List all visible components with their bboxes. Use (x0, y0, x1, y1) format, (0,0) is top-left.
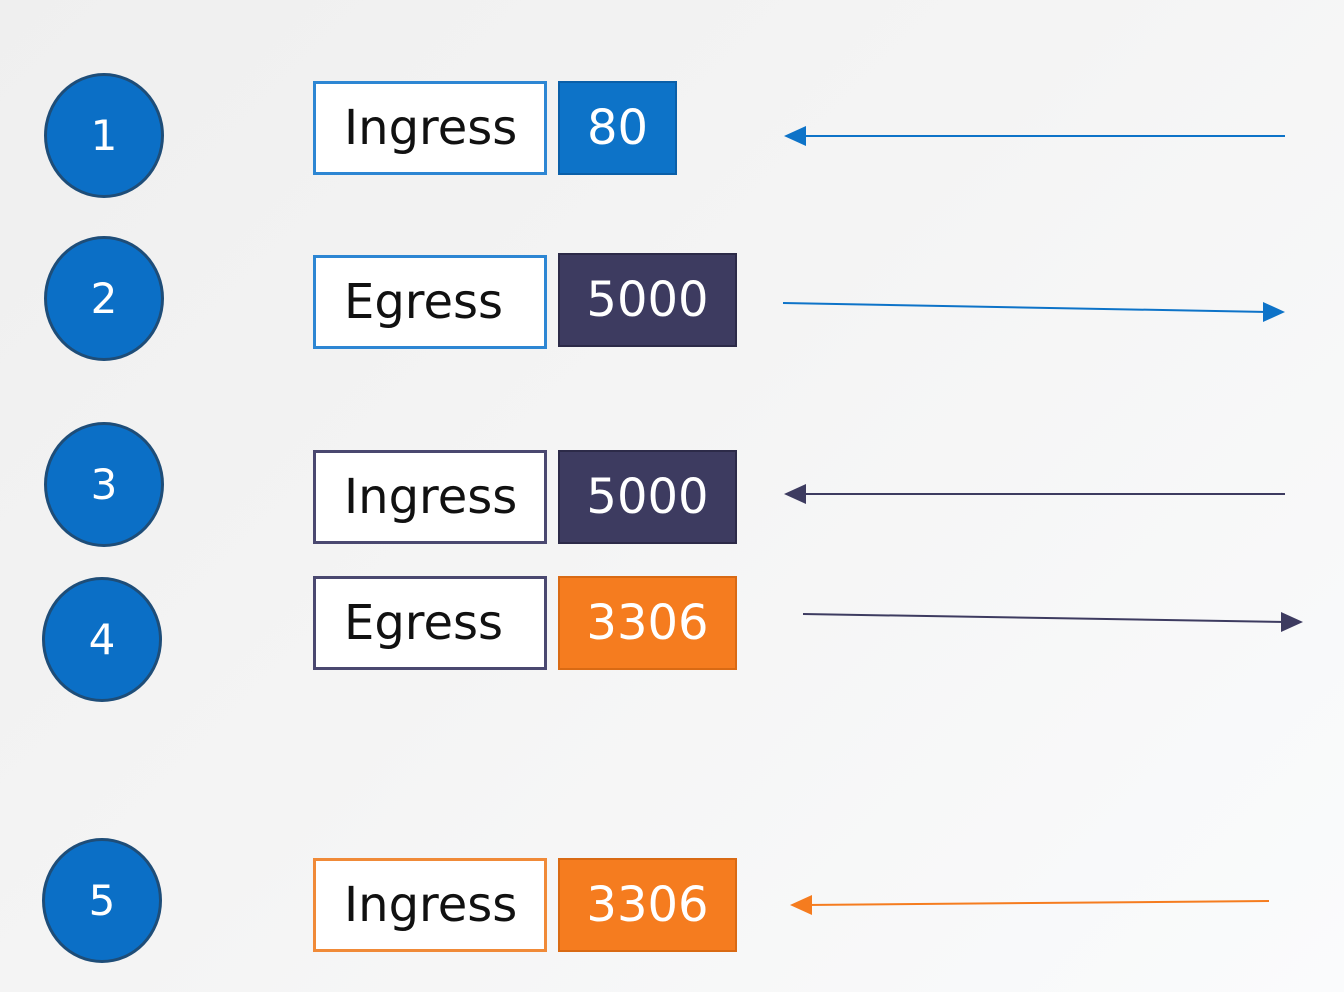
rule-port-box: 80 (558, 81, 677, 175)
arrow-head-left-icon (790, 895, 812, 915)
outgoing-arrow-line (802, 613, 1287, 623)
rule-direction-box: Egress (313, 576, 547, 670)
rule-port-label: 5000 (586, 469, 709, 525)
arrow-head-right-icon (1263, 302, 1285, 322)
rule-number-label: 1 (90, 111, 118, 160)
rule-port-label: 5000 (586, 272, 709, 328)
rule-number-label: 5 (88, 876, 116, 925)
rule-number-label: 2 (90, 274, 118, 323)
rule-direction-label: Ingress (344, 877, 518, 933)
rule-port-label: 80 (586, 100, 649, 156)
rule-direction-label: Ingress (344, 100, 518, 156)
rule-number-2-circle: 2 (44, 236, 164, 361)
rule-number-3-circle: 3 (44, 422, 164, 547)
rule-number-4-circle: 4 (42, 577, 162, 702)
rule-port-box: 3306 (558, 576, 737, 670)
arrow-head-left-icon (784, 126, 806, 146)
rule-number-5-circle: 5 (42, 838, 162, 963)
rule-port-label: 3306 (586, 877, 709, 933)
rule-direction-label: Ingress (344, 469, 518, 525)
rule-direction-box: Egress (313, 255, 547, 349)
incoming-arrow-line (805, 900, 1270, 906)
rule-direction-label: Egress (344, 274, 504, 330)
rule-port-box: 3306 (558, 858, 737, 952)
rule-direction-box: Ingress (313, 450, 547, 544)
rule-number-label: 3 (90, 460, 118, 509)
outgoing-arrow-line (782, 302, 1269, 313)
rule-port-box: 5000 (558, 253, 737, 347)
rule-port-box: 5000 (558, 450, 737, 544)
rule-direction-box: Ingress (313, 858, 547, 952)
arrow-head-right-icon (1281, 612, 1303, 632)
rule-number-1-circle: 1 (44, 73, 164, 198)
rule-port-label: 3306 (586, 595, 709, 651)
arrow-head-left-icon (784, 484, 806, 504)
rule-number-label: 4 (88, 615, 116, 664)
rule-direction-box: Ingress (313, 81, 547, 175)
rule-direction-label: Egress (344, 595, 504, 651)
